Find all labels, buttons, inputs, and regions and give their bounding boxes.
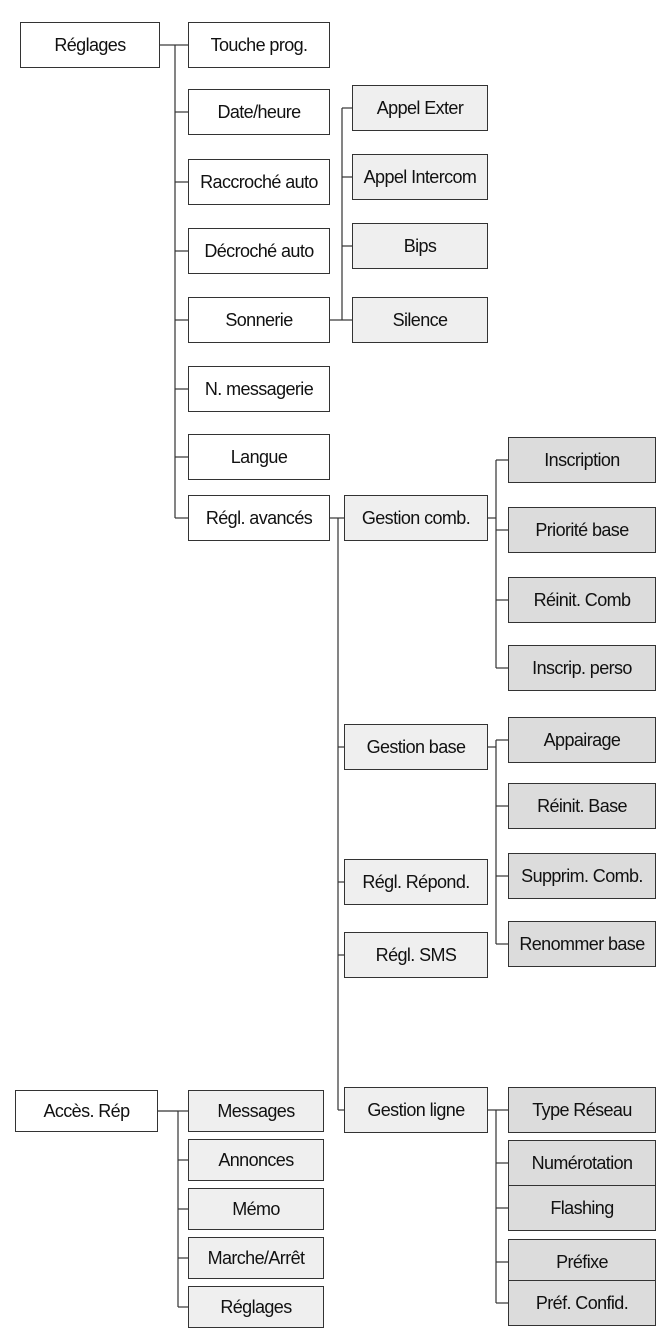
menu-item-date-heure: Date/heure [188,89,330,135]
submenu-item-messages: Messages [188,1090,324,1132]
submenu-item-appairage: Appairage [508,717,656,763]
submenu-item-memo: Mémo [188,1188,324,1230]
submenu-item-gestion-base: Gestion base [344,724,488,770]
submenu-item-reinit-comb: Réinit. Comb [508,577,656,623]
root-reglages: Réglages [20,22,160,68]
submenu-item-pref-confid: Préf. Confid. [508,1280,656,1326]
submenu-item-numerotation: Numérotation [508,1140,656,1186]
submenu-item-flashing: Flashing [508,1185,656,1231]
submenu-item-supprim-comb: Supprim. Comb. [508,853,656,899]
submenu-item-silence: Silence [352,297,488,343]
menu-item-n-messagerie: N. messagerie [188,366,330,412]
submenu-item-inscrip-perso: Inscrip. perso [508,645,656,691]
submenu-item-reinit-base: Réinit. Base [508,783,656,829]
menu-item-touche-prog: Touche prog. [188,22,330,68]
submenu-item-marche-arret: Marche/Arrêt [188,1237,324,1279]
submenu-item-appel-intercom: Appel Intercom [352,154,488,200]
menu-item-langue: Langue [188,434,330,480]
submenu-item-prefixe: Préfixe [508,1239,656,1285]
submenu-item-regl-sms: Régl. SMS [344,932,488,978]
submenu-item-regl-repond: Régl. Répond. [344,859,488,905]
submenu-item-type-reseau: Type Réseau [508,1087,656,1133]
submenu-item-annonces: Annonces [188,1139,324,1181]
menu-item-sonnerie: Sonnerie [188,297,330,343]
submenu-item-bips: Bips [352,223,488,269]
submenu-item-inscription: Inscription [508,437,656,483]
menu-item-regl-avances: Régl. avancés [188,495,330,541]
submenu-item-gestion-comb: Gestion comb. [344,495,488,541]
menu-item-decroche-auto: Décroché auto [188,228,330,274]
root-acces-rep: Accès. Rép [15,1090,158,1132]
submenu-item-priorite-base: Priorité base [508,507,656,553]
submenu-item-appel-exter: Appel Exter [352,85,488,131]
submenu-item-renommer-base: Renommer base [508,921,656,967]
submenu-item-gestion-ligne: Gestion ligne [344,1087,488,1133]
submenu-item-reglages: Réglages [188,1286,324,1328]
menu-item-raccroche-auto: Raccroché auto [188,159,330,205]
